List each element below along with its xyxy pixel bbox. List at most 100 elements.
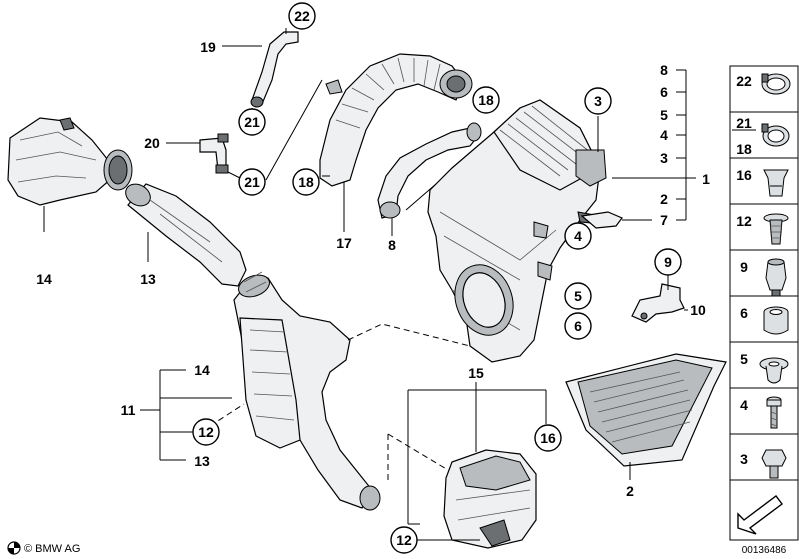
legend-item-grommet-washer[interactable]: 5 [729,341,799,389]
callout-20[interactable]: 20 [144,135,160,151]
callout-2-list[interactable]: 2 [660,191,668,207]
legend-21-label: 21 [736,115,752,131]
callout-19[interactable]: 19 [200,39,216,55]
svg-text:3: 3 [740,451,748,467]
vent-hose-part[interactable] [377,122,482,219]
svg-text:19: 19 [200,39,216,55]
callout-15[interactable]: 15 [468,365,484,381]
callout-5-list[interactable]: 5 [660,107,668,123]
resonator-assembly-part[interactable] [233,271,381,511]
callout-14-group[interactable]: 14 [194,362,210,378]
callout-3-list[interactable]: 3 [660,150,668,166]
callout-16-circle[interactable]: 16 [534,424,562,452]
svg-text:6: 6 [660,84,668,100]
callout-12-group[interactable]: 12 [192,418,220,446]
svg-text:4: 4 [660,127,668,143]
rubber-grommet-icon [763,169,789,197]
resonator-box-part[interactable] [443,449,537,549]
intake-snorkel-part[interactable] [7,117,133,206]
corrugated-hose-part[interactable] [319,53,473,187]
svg-text:22: 22 [294,8,310,24]
air-filter-housing-part[interactable] [427,99,607,363]
callout-6-circle[interactable]: 6 [564,312,592,340]
svg-text:9: 9 [740,259,748,275]
svg-text:12: 12 [736,213,752,229]
callout-1[interactable]: 1 [702,171,710,187]
svg-text:12: 12 [396,532,412,548]
svg-text:20: 20 [144,135,160,151]
svg-text:8: 8 [660,62,668,78]
bracket-clip-part[interactable] [580,211,623,229]
legend-item-expanding-rivet[interactable]: 12 [729,203,799,251]
svg-text:5: 5 [574,288,582,304]
legend-item-screw[interactable]: 4 [729,387,799,435]
svg-text:12: 12 [198,424,214,440]
svg-text:16: 16 [540,430,556,446]
svg-text:17: 17 [336,235,352,251]
svg-text:6: 6 [574,318,582,334]
callout-2-filter[interactable]: 2 [626,483,634,499]
svg-text:10: 10 [690,302,706,318]
bmw-logo-icon [7,541,21,555]
callout-13-group[interactable]: 13 [194,453,210,469]
callout-6-list[interactable]: 6 [660,84,668,100]
elbow-fitting-part[interactable] [199,133,229,174]
bushing-icon [763,306,789,335]
callout-18-a[interactable]: 18 [292,168,320,196]
legend-item-hex-bolt[interactable]: 3 [729,433,799,481]
callout-17[interactable]: 17 [336,235,352,251]
svg-text:15: 15 [468,365,484,381]
svg-text:16: 16 [736,167,752,183]
leader-lines [43,28,696,541]
callout-8-list[interactable]: 8 [660,62,668,78]
callout-8-lower[interactable]: 8 [388,237,396,253]
mounting-bracket-part[interactable] [631,283,685,323]
screw-icon [766,396,782,429]
callout-5-circle[interactable]: 5 [564,282,592,310]
svg-text:8: 8 [388,237,396,253]
direction-arrow-icon [737,495,783,535]
svg-text:2: 2 [660,191,668,207]
hose-clamp-large-icon [761,73,791,95]
filter-element-part[interactable] [565,353,727,467]
legend-item-hose-clamp-small[interactable]: 18 [729,111,799,159]
svg-text:21: 21 [244,174,260,190]
parts-legend: 22 21 18 16 [729,65,799,541]
copyright-text: © BMW AG [24,543,80,555]
diagram-number: 00136486 [742,545,787,556]
callout-18-b[interactable]: 18 [472,86,500,114]
svg-text:3: 3 [594,93,602,109]
callout-22-top[interactable]: 22 [288,2,316,30]
svg-text:5: 5 [660,107,668,123]
intake-duct-part[interactable] [122,180,247,287]
callout-21-a[interactable]: 21 [238,108,266,136]
svg-text:14: 14 [36,271,52,287]
callout-4-list[interactable]: 4 [660,127,668,143]
callout-4-circle[interactable]: 4 [564,222,592,250]
legend-item-direction-arrow[interactable] [729,479,799,541]
callout-21-b[interactable]: 21 [238,168,266,196]
svg-text:21: 21 [244,114,260,130]
callout-9-circle[interactable]: 9 [654,248,682,276]
legend-item-hose-clamp-large[interactable]: 22 21 [729,65,799,135]
svg-text:13: 13 [194,453,210,469]
svg-text:9: 9 [664,254,672,270]
callout-12-bottom[interactable]: 12 [390,526,418,554]
legend-item-rubber-grommet[interactable]: 16 [729,157,799,205]
callout-14-left[interactable]: 14 [36,271,52,287]
legend-item-bushing[interactable]: 6 [729,295,799,343]
hex-bolt-icon [761,449,787,479]
expanding-rivet-icon [763,213,789,245]
footer: © BMW AG 00136486 [7,541,787,556]
callout-13-left[interactable]: 13 [140,271,156,287]
callout-11[interactable]: 11 [121,402,136,418]
callout-7-list[interactable]: 7 [660,212,668,228]
hose-clamp-small-icon [761,123,790,147]
small-bent-hose-part[interactable] [250,31,299,108]
svg-text:13: 13 [140,271,156,287]
svg-text:18: 18 [298,174,314,190]
callout-3-circle[interactable]: 3 [584,87,612,115]
legend-item-rubber-mount[interactable]: 9 [729,249,799,297]
callout-10[interactable]: 10 [690,302,706,318]
